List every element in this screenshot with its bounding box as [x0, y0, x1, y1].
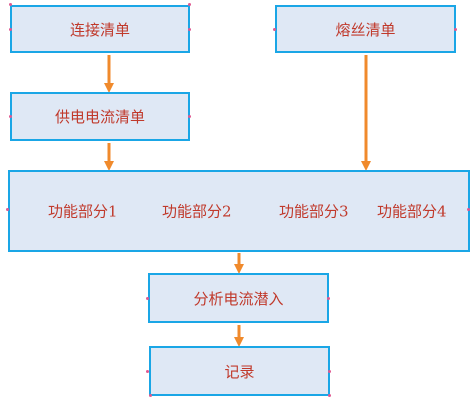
handle-dot	[328, 394, 331, 397]
lianjie-label: 连接清单	[69, 20, 130, 39]
lianjie-box[interactable]: 连接清单	[10, 5, 190, 53]
handle-dot	[467, 208, 470, 211]
gongdian-box[interactable]: 供电电流清单	[10, 92, 190, 141]
handle-dot	[9, 115, 12, 118]
handle-dot	[273, 28, 276, 31]
gongdian-label: 供电电流清单	[54, 108, 145, 126]
handle-dot	[188, 28, 191, 31]
handle-dot	[328, 370, 331, 373]
handle-dot	[146, 297, 149, 300]
handle-dot	[149, 394, 152, 397]
function-2-label: 功能部分2	[162, 202, 232, 221]
function-4-label: 功能部分4	[377, 202, 447, 221]
rongsi-label: 熔丝清单	[335, 20, 396, 39]
rongsi-box[interactable]: 熔丝清单	[275, 5, 456, 53]
handle-dot	[146, 370, 149, 373]
functions-box[interactable]: 功能部分1 功能部分2 功能部分3 功能部分4	[8, 170, 470, 252]
handle-dot	[188, 3, 191, 6]
handle-dot	[454, 28, 457, 31]
fenxi-label: 分析电流潜入	[193, 289, 284, 308]
handle-dot	[6, 208, 9, 211]
jilu-box[interactable]: 记录	[149, 346, 330, 396]
handle-dot	[9, 3, 12, 6]
function-3-label: 功能部分3	[279, 202, 349, 221]
handle-dot	[9, 28, 12, 31]
handle-dot	[327, 297, 330, 300]
function-1-label: 功能部分1	[48, 202, 118, 221]
handle-dot	[188, 115, 191, 118]
jilu-label: 记录	[224, 362, 255, 381]
fenxi-box[interactable]: 分析电流潜入	[148, 273, 329, 323]
